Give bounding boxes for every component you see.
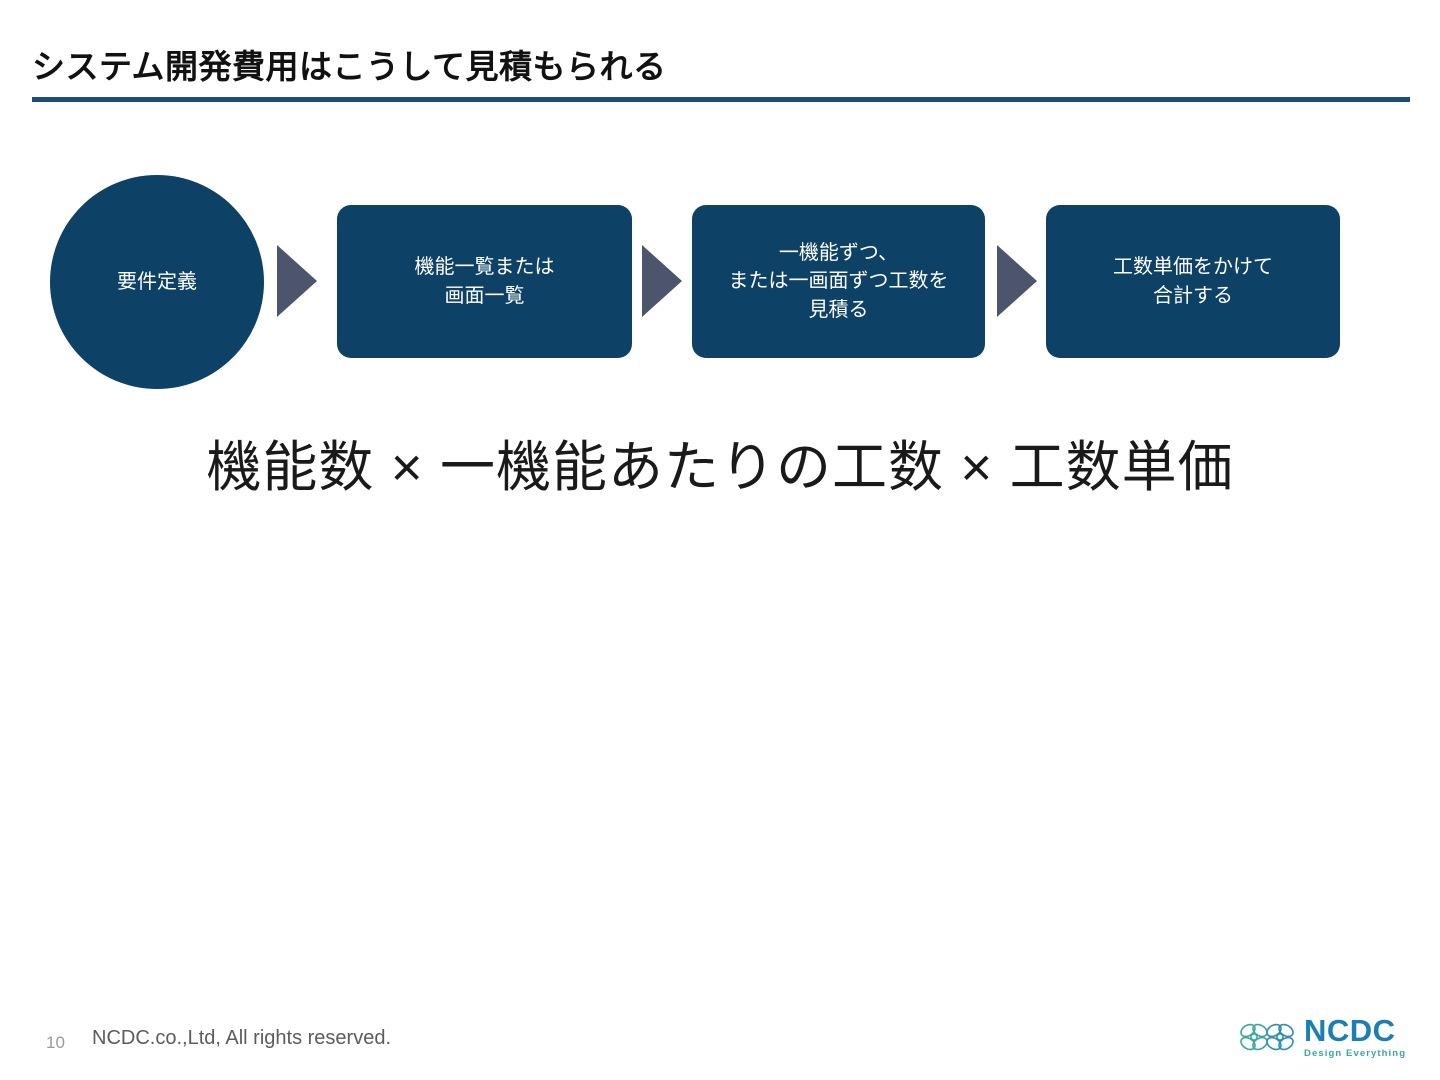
flow-node-line-3: 見積る <box>808 298 869 321</box>
logo-wordmark: NCDC <box>1304 1013 1396 1049</box>
flow-node-label: 要件定義 <box>117 270 197 293</box>
logo-tagline: Design Everything <box>1304 1048 1407 1060</box>
flow-node-line-1: 機能一覧または <box>414 256 555 279</box>
ncdc-logo: NCDC Design Everything <box>1238 1012 1418 1062</box>
arrow-right-icon <box>997 245 1037 317</box>
arrow-right-icon <box>277 245 317 317</box>
flow-node-line-2: 合計する <box>1153 284 1233 307</box>
flow-node-line-1: 一機能ずつ、 <box>778 241 899 264</box>
arrow-right-icon <box>642 245 682 317</box>
flow-node-function-list: 機能一覧または画面一覧 <box>337 205 632 358</box>
page-number: 10 <box>46 1033 65 1052</box>
ncdc-logo-mark-icon <box>1240 1023 1294 1051</box>
flow-node-line-1: 工数単価をかけて <box>1113 256 1273 279</box>
title-divider <box>32 97 1410 102</box>
copyright-notice: NCDC.co.,Ltd, All rights reserved. <box>92 1027 391 1049</box>
flow-node-label: 工数単価をかけて合計する <box>1101 253 1285 310</box>
flow-node-requirements: 要件定義 <box>50 175 264 389</box>
logo-text-group: NCDC Design Everything <box>1304 1015 1406 1059</box>
cost-formula-text: 機能数 × 一機能あたりの工数 × 工数単価 <box>206 436 1234 498</box>
page-title: システム開発費用はこうして見積もられる <box>32 48 667 85</box>
flow-node-line-2: または一画面ずつ工数を <box>728 270 949 293</box>
flow-node-label: 機能一覧または画面一覧 <box>403 253 567 310</box>
flow-node-apply-unit-price: 工数単価をかけて合計する <box>1046 205 1340 358</box>
flow-node-estimate-per-function: 一機能ずつ、または一画面ずつ工数を見積る <box>692 205 985 358</box>
flow-node-line-2: 画面一覧 <box>444 284 525 307</box>
flow-node-label: 一機能ずつ、または一画面ずつ工数を見積る <box>717 239 961 324</box>
